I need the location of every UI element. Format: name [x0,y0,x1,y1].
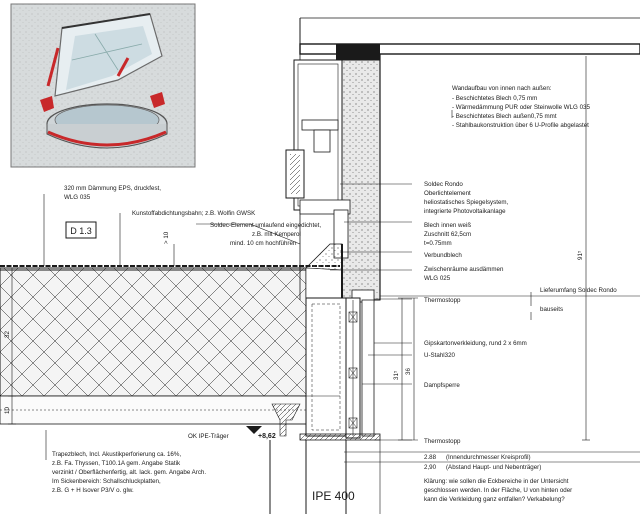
dim-10: 10 [4,407,11,414]
question-label: Klärung: wie sollen die Eckbereiche in d… [424,478,569,485]
sheet-label-2: Zuschnitt 62,5cm [424,231,471,238]
detail-tag-label: D 1.3 [70,226,92,236]
detail-tag: D 1.3 [65,221,97,239]
dim-36: 36 [405,368,412,375]
roof-insulation-label-2: WLG 035 [64,194,91,201]
dim-label-small: > 10 [163,231,170,244]
vapor-label: Dampfsperre [424,382,460,389]
ipe-beam-label: OK IPE-Träger [188,433,229,440]
soldec-label-3: heliostatisches Spiegelsystem, [424,199,509,206]
trapez-label-5: z.B. G + H Isover P3/V o. glw. [52,487,134,494]
dim-288-text: (Innendurchmesser Kreisprofil) [446,454,531,461]
question-label-2: geschlossen werden. In der Fläche, U von… [424,487,572,494]
wall-build-item: - Beschichtetes Blech außen0,75 mmt [452,113,557,120]
thermostopp-bottom-label: Thermostopp [424,438,461,445]
cavity-label: Zwischenräume ausdämmen [424,266,504,273]
roof-insulation-label: 320 mm Dämmung EPS, druckfest, [64,185,161,192]
steel-section [230,297,381,514]
annotations: Wandaufbau von innen nach außen: - Besch… [4,85,617,503]
membrane-label: Kunstoffabdichtungsbahn; z.B. Wolfin GWS… [132,210,256,217]
gypsum-label: Gipskartonverkleidung, rund 2 x 6mm [424,340,527,347]
sheet-label: Blech innen weiß [424,222,471,229]
dim-288: 2.88 [424,454,437,461]
composite-label: Verbundblech [424,252,462,259]
dim-91: 91⁵ [577,250,584,260]
level-marker [246,426,262,434]
soldec-seal-label-3: mind. 10 cm hochführen [230,240,297,247]
ustahl-label: U-Stahl320 [424,352,456,359]
soldec-label-2: Oberlichtelement [424,190,471,197]
soldec-seal-label-2: z.B. mit Kemperol [252,231,301,238]
dimension-lines [8,56,640,463]
ipe400-label: IPE 400 [312,489,355,503]
thermostopp-label: Thermostopp [424,297,461,304]
soldec-seal-label: Soldec-Element umlaufend eingedichtet, [210,222,321,229]
bauseits-label: bauseits [540,306,563,313]
leader-lines [43,110,453,460]
wall-build-item: - Beschichtetes Blech 0,75 mm [452,95,537,102]
wall-build-item: - Stahlbaukonstruktion über 6 U-Profile … [452,122,589,129]
level-label: +8,62 [258,433,276,440]
trapez-label-3: verzinkt / Oberflächenfertig, alt. lack.… [52,469,206,476]
delivery-label: Lieferumfang Soldec Rondo [540,287,617,294]
dim-32: 32 [4,331,11,338]
wall-build-item: - Wärmedämmung PUR oder Steinwolle WLG 0… [452,104,590,111]
trapez-label: Trapezblech, Incl. Akustikperforierung c… [52,451,181,458]
soldec-label-4: integrierte Photovoltaikanlage [424,208,506,215]
trapez-label-2: z.B. Fa. Thyssen, T100.1A gem. Angabe St… [52,460,181,467]
product-photo [10,3,196,168]
question-label-3: kann die Verkleidung ganz entfallen? Ver… [424,496,565,503]
sheet-label-3: t=0.75mm [424,240,452,247]
dim-31: 31⁵ [393,370,400,380]
trapez-label-4: Im Sickenbereich: Schallschluckplatten, [52,478,161,485]
soldec-label: Soldec Rondo [424,181,463,188]
wall-panel [299,17,640,301]
wall-build-title: Wandaufbau von innen nach außen: [452,85,552,92]
cavity-label-2: WLG 025 [424,275,451,282]
roof-insulation [0,265,340,425]
dim-290: 2,90 [424,464,437,471]
dim-290-text: (Abstand Haupt- und Nebenträger) [446,464,541,471]
